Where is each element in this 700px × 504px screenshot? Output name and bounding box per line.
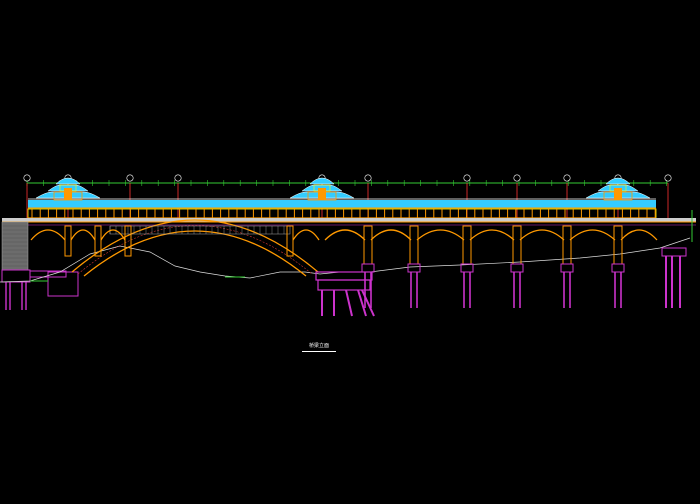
bridge-deck — [2, 218, 696, 226]
small-arch — [620, 229, 658, 241]
pier-cap — [611, 263, 625, 273]
small-arch — [370, 229, 412, 241]
column-pier — [286, 225, 294, 257]
pavilion-roof-icon — [289, 177, 355, 201]
axis-bubble-icon — [23, 174, 31, 182]
main-arch-foundation — [315, 271, 375, 317]
column-pier — [613, 225, 623, 265]
small-arch — [292, 229, 320, 241]
small-arch — [100, 229, 126, 241]
small-arch — [30, 229, 66, 241]
drawing-caption: 桥梁立面 — [308, 343, 329, 349]
small-arch — [569, 229, 616, 241]
column-pier — [409, 225, 419, 265]
small-arch — [416, 229, 465, 241]
small-arch — [324, 229, 366, 241]
column-pier — [64, 225, 72, 257]
axis-grid-lines — [23, 174, 672, 222]
pier-cap — [361, 263, 375, 273]
column-pier — [124, 225, 132, 257]
pavilion-roof-icon — [585, 177, 651, 201]
column-pier — [363, 225, 373, 265]
dimension-line — [26, 180, 668, 186]
small-arch — [519, 229, 565, 241]
pier-cap — [510, 263, 524, 273]
axis-bubble-icon — [174, 174, 182, 182]
axis-bubble-icon — [513, 174, 521, 182]
axis-bubble-icon — [563, 174, 571, 182]
small-arch — [70, 229, 96, 241]
axis-bubble-icon — [364, 174, 372, 182]
ground-profile — [0, 210, 693, 283]
corridor-roof — [27, 198, 657, 219]
right-abutment — [661, 247, 687, 308]
column-pier — [512, 225, 522, 265]
pier-cap — [560, 263, 574, 273]
axis-bubble-icon — [463, 174, 471, 182]
column-pier — [562, 225, 572, 265]
caption-underline — [302, 351, 336, 352]
small-arch — [469, 229, 515, 241]
column-pier — [94, 225, 102, 257]
axis-bubble-icon — [126, 174, 134, 182]
main-stone-arch — [71, 219, 319, 277]
pier-cap — [460, 263, 474, 273]
left-abutment — [1, 221, 79, 310]
pavilion-roof-icon — [35, 177, 101, 201]
axis-bubble-icon — [664, 174, 672, 182]
pier-cap — [407, 263, 421, 273]
column-pier — [462, 225, 472, 265]
